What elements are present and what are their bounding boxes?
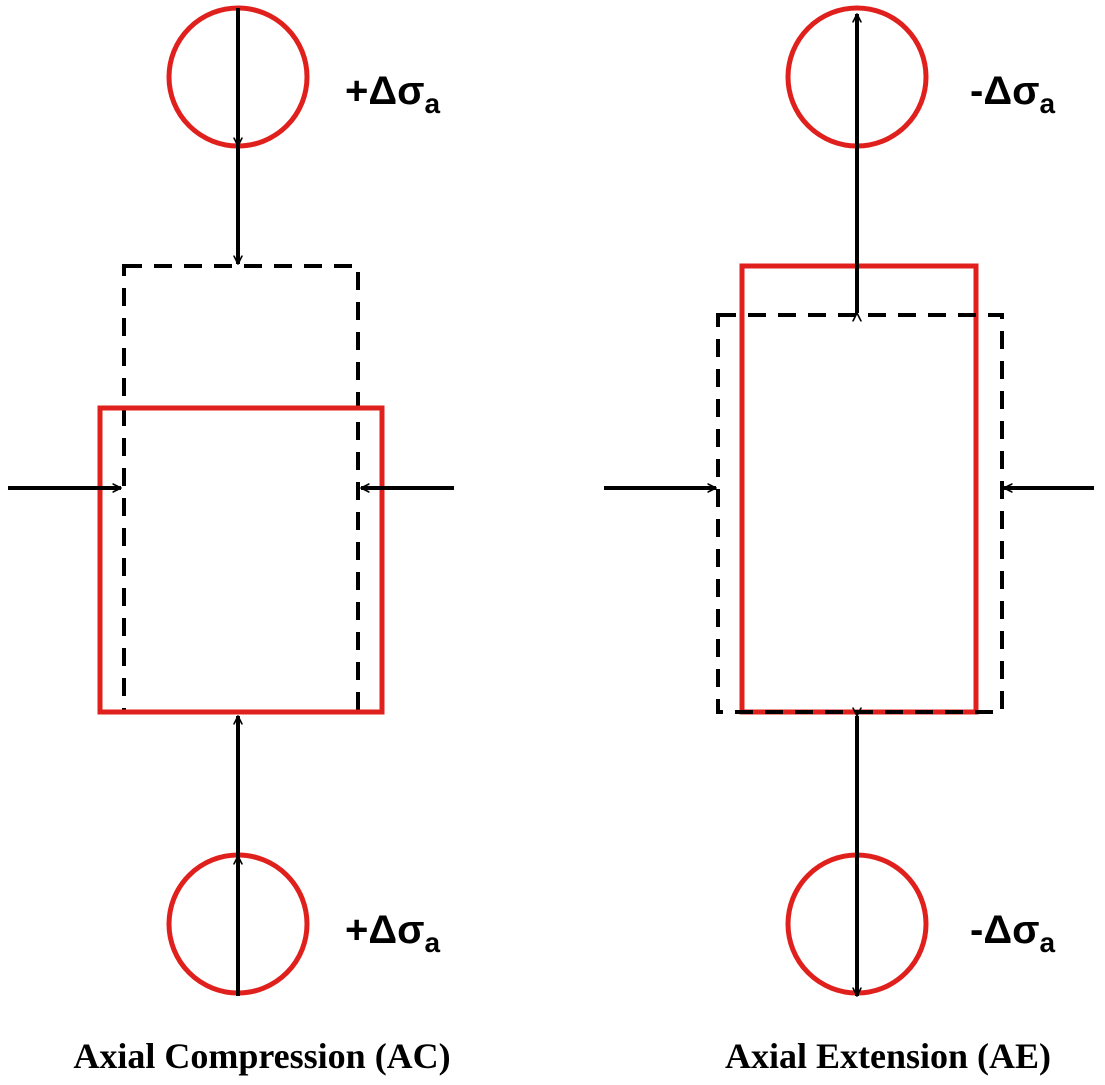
bottom-stress-label: -Δσa — [970, 908, 1055, 958]
panel-caption: Axial Compression (AC) — [73, 1036, 450, 1076]
bottom-stress-label: +Δσa — [345, 908, 440, 958]
panel-caption: Axial Extension (AE) — [725, 1036, 1051, 1076]
top-stress-label: -Δσa — [970, 69, 1055, 119]
deformed-specimen-outline — [739, 263, 979, 715]
original-specimen-outline — [716, 313, 1004, 714]
original-specimen-outline — [122, 264, 360, 714]
top-stress-label: +Δσa — [345, 69, 440, 119]
panel-axial-extension: -Δσa -Δσa Axial Extension (AE) — [604, 5, 1094, 1076]
panel-axial-compression: +Δσa +Δσa Axial Compression (AC) — [8, 5, 454, 1076]
deformed-specimen-outline — [97, 405, 385, 715]
